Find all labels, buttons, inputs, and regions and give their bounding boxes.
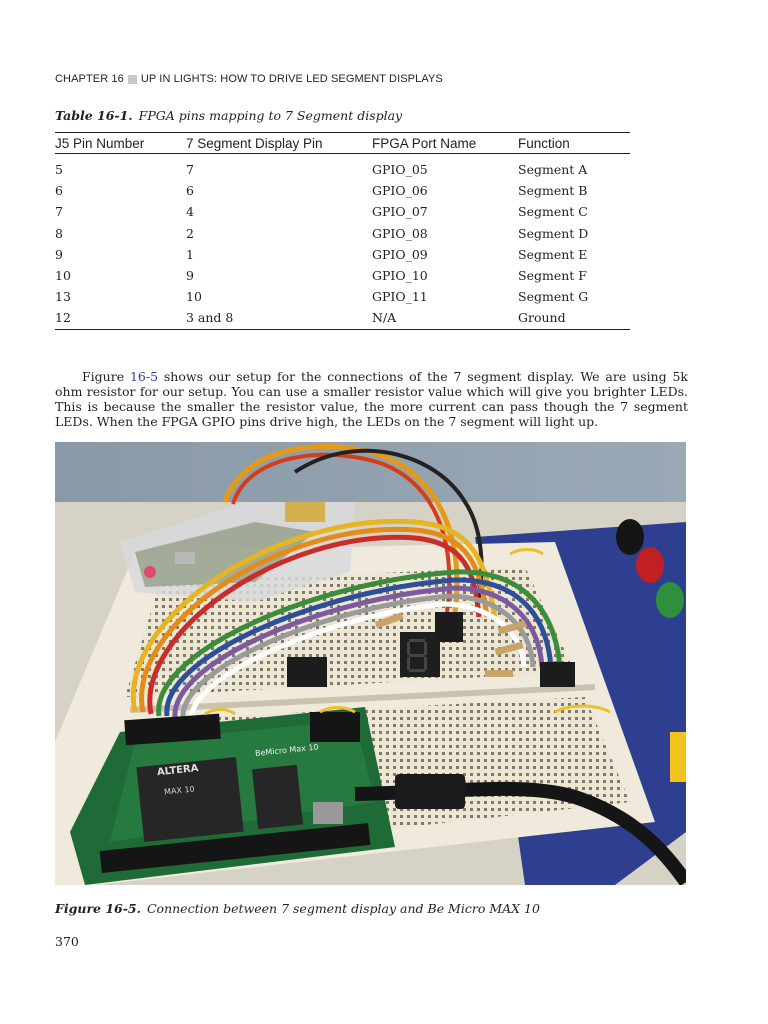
breadboard-center-channel (129, 684, 596, 713)
paragraph-prefix: Figure (82, 368, 130, 384)
cell-function: Segment A (518, 162, 588, 178)
table-row: 10 9 GPIO_10 Segment F (55, 265, 630, 286)
yellow-jumper (554, 704, 611, 714)
table-row: 6 6 GPIO_06 Segment B (55, 180, 630, 201)
cell-function: Segment G (518, 289, 589, 305)
usb-port (313, 802, 343, 824)
table-row: 12 3 and 8 N/A Ground (55, 307, 630, 330)
table-row: 7 4 GPIO_07 Segment C (55, 201, 630, 222)
cell-7seg-pin: 3 and 8 (186, 307, 372, 330)
table-caption: Table 16-1. FPGA pins mapping to 7 Segmen… (55, 108, 402, 123)
table-header-row: J5 Pin Number 7 Segment Display Pin FPGA… (55, 132, 630, 154)
cell-7seg-pin: 6 (186, 183, 194, 199)
cell-fpga-port: GPIO_05 (372, 162, 428, 178)
cell-function: Segment D (518, 225, 589, 241)
cell-function: Segment E (518, 246, 588, 262)
chip-model-text: MAX 10 (164, 784, 195, 796)
cell-fpga-port: GPIO_10 (372, 268, 428, 284)
figure-caption: Figure 16-5. Connection between 7 segment… (55, 901, 540, 916)
cell-function: Ground (518, 307, 630, 330)
memory-chip (251, 764, 304, 830)
cell-7seg-pin: 2 (186, 225, 194, 241)
cell-j5-pin: 6 (55, 183, 63, 199)
figure-reference-link[interactable]: 16-5 (129, 368, 159, 384)
cell-fpga-port: GPIO_09 (372, 246, 428, 262)
cell-7seg-pin: 9 (186, 268, 194, 284)
orange-wire-bundle (222, 443, 460, 613)
usb-plug (395, 774, 465, 809)
cell-function: Segment F (518, 268, 587, 284)
column-header-function: Function (518, 132, 630, 154)
cell-j5-pin: 8 (55, 225, 63, 241)
pin-header-top (435, 612, 463, 642)
cell-j5-pin: 13 (55, 289, 71, 305)
body-paragraph: Figure 16-5 shows our setup for the conn… (55, 369, 688, 430)
cell-7seg-pin: 1 (186, 246, 194, 262)
fpga-chip: ALTERA MAX 10 (136, 756, 244, 843)
yellow-jumper (509, 548, 544, 556)
cell-j5-pin: 10 (55, 268, 71, 284)
yellow-jumper (319, 706, 356, 714)
table-row: 9 1 GPIO_09 Segment E (55, 244, 630, 265)
pin-header-right (540, 662, 575, 687)
chip-brand-text: ALTERA (157, 763, 200, 778)
yellow-jumper (204, 708, 236, 716)
running-header: CHAPTER 16 UP IN LIGHTS: HOW TO DRIVE LE… (55, 73, 443, 85)
column-header-fpga-port: FPGA Port Name (372, 132, 518, 154)
table-row: 8 2 GPIO_08 Segment D (55, 223, 630, 244)
cell-fpga-port: GPIO_06 (372, 183, 428, 199)
bemicro-max10-board: ALTERA MAX 10 BeMicro Max 10 (70, 707, 395, 885)
cell-7seg-pin: 4 (186, 204, 194, 220)
cell-fpga-port: GPIO_08 (372, 225, 428, 241)
column-header-j5-pin: J5 Pin Number (55, 132, 186, 154)
cell-j5-pin: 9 (55, 246, 63, 262)
figure-caption-label: Figure 16-5. (55, 901, 141, 916)
cell-fpga-port: GPIO_07 (372, 204, 428, 220)
figure-caption-text: Connection between 7 segment display and… (146, 901, 540, 916)
table-caption-text: FPGA pins mapping to 7 Segment display (138, 108, 403, 123)
resistors (374, 612, 527, 677)
header-separator-square (127, 74, 137, 84)
binding-posts (616, 519, 684, 618)
pin-header-left (287, 657, 327, 687)
chapter-label: CHAPTER 16 (55, 73, 124, 85)
yellow-label (670, 732, 686, 782)
breadboard-photo: ALTERA MAX 10 BeMicro Max 10 (55, 442, 686, 885)
cell-7seg-pin: 7 (186, 162, 194, 178)
cell-function: Segment B (518, 183, 588, 199)
cell-7seg-pin: 10 (186, 289, 202, 305)
chapter-title: UP IN LIGHTS: HOW TO DRIVE LED SEGMENT D… (140, 73, 443, 85)
cell-function: Segment C (518, 204, 588, 220)
seven-segment-display (400, 632, 440, 677)
table-row: 5 7 GPIO_05 Segment A (55, 154, 630, 181)
pin-mapping-table: J5 Pin Number 7 Segment Display Pin FPGA… (55, 132, 630, 330)
table-caption-label: Table 16-1. (55, 108, 133, 123)
cell-fpga-port: N/A (372, 307, 518, 330)
column-header-7seg-pin: 7 Segment Display Pin (186, 132, 372, 154)
cell-j5-pin: 12 (55, 307, 186, 330)
pi-case (120, 502, 355, 602)
page-number: 370 (55, 934, 79, 949)
cell-j5-pin: 5 (55, 162, 63, 178)
table-row: 13 10 GPIO_11 Segment G (55, 286, 630, 307)
cell-j5-pin: 7 (55, 204, 63, 220)
paragraph-text: shows our setup for the connections of t… (55, 368, 688, 430)
cell-fpga-port: GPIO_11 (372, 289, 428, 305)
